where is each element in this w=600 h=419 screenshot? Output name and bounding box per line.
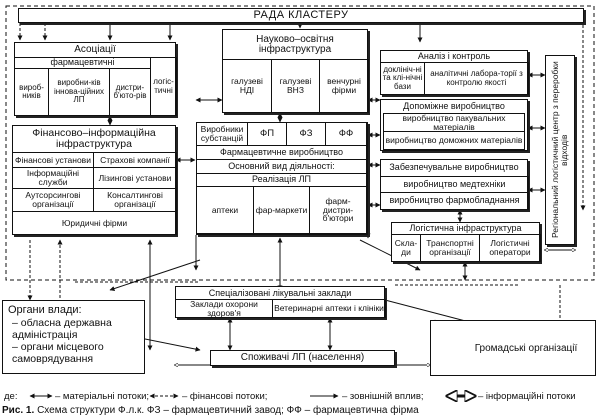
caption-text: Схема структури Ф.л.к. ФЗ – фармацевтичн… (37, 405, 419, 416)
assoc-distributors: дистри-б'юто-рів (109, 68, 151, 116)
information-flows (175, 250, 575, 365)
legend-external: – зовнішній вплив; (342, 391, 424, 402)
analysis-lab: аналітичні лабора-торії з контролю якост… (424, 62, 529, 95)
cluster-boundary (5, 5, 595, 281)
aux-production: Допоміжне виробництво виробництво пакува… (380, 99, 528, 151)
regional-logistic-center: Регіональний логістичний центр з перероб… (545, 55, 575, 245)
support-production: Забезпечувальне виробництво виробництво … (380, 159, 529, 210)
core-sales: Реалізація ЛП (196, 173, 367, 187)
core-ff: ФФ (325, 122, 367, 146)
medical-institutions: Спеціалізовані лікувальні заклади Заклад… (175, 286, 386, 318)
legend-material: – матеріальні потоки; (55, 391, 150, 402)
public-orgs-label: Громадські організації (474, 342, 578, 354)
assoc-innovative: виробни-ків іннова-ційних ЛП (48, 68, 110, 116)
finance-legal: Юридичні фірми (12, 211, 177, 235)
finance-outsourcing: Аутсорсингові організації (12, 188, 94, 212)
core-substances: Виробники субстанцій (196, 122, 248, 146)
analysis-clinic: доклініч-ні та клі-нічні бази (380, 62, 425, 95)
consumers-label: Споживачі ЛП (населення) (240, 351, 365, 363)
council-title: РАДА КЛАСТЕРУ (253, 9, 349, 21)
authorities-item-local: – органи місцевого самоврядування (12, 341, 104, 365)
science-vnz: галузеві ВНЗ (271, 59, 320, 113)
logistic-infra-title: Логістична інфраструктура (409, 223, 522, 234)
aux-packing: виробництво пакувальних матеріалів (383, 113, 525, 132)
authorities-item-oblast: – обласна державна адміністрація (12, 317, 112, 341)
core-pharma-production-label: Фармацевтичне виробництво (196, 145, 367, 160)
core-distributors: фарм-дистри-б'ютори (309, 186, 367, 234)
legend-info: – інформаційні потоки (478, 391, 576, 402)
cluster-council: РАДА КЛАСТЕРУ (18, 8, 584, 23)
support-title: Забезпечувальне виробництво (389, 162, 519, 173)
associations-box: Асоціації фармацевтичні логіс-тичні виро… (14, 42, 177, 116)
assoc-producers: вироб-ників (14, 68, 49, 116)
public-organizations: Громадські організації (430, 320, 596, 376)
regional-center-label: Регіональний логістичний центр з перероб… (550, 61, 569, 239)
caption-label: Рис. 1. (2, 405, 35, 416)
aux-title: Допоміжне виробництво (403, 100, 505, 111)
figure-caption: Рис. 1. Схема структури Ф.л.к. ФЗ – фарм… (2, 405, 419, 416)
medical-title: Спеціалізовані лікувальні заклади (208, 287, 352, 298)
aux-materials: виробництво доможних матеріалів (383, 131, 525, 150)
legend-financial: – фінансові потоки; (182, 391, 268, 402)
science-title: Науково–освітня інфраструктура (256, 33, 334, 55)
assoc-logistic: логіс-тичні (150, 57, 177, 116)
core-pharma-production: Виробники субстанцій ФП ФЗ ФФ Фармацевти… (196, 122, 368, 235)
science-infrastructure: Науково–освітня інфраструктура галузеві … (222, 29, 369, 113)
legend-where: де: (4, 391, 18, 402)
associations-title: Асоціації (74, 44, 116, 56)
finance-consulting: Консалтингові організації (93, 188, 177, 212)
finance-info-infrastructure: Фінансово–інформаційна інфраструктура Фі… (12, 125, 177, 235)
consumers-box: Споживачі ЛП (населення) (210, 350, 395, 366)
medical-vet: Ветеринарні аптеки і клініки (272, 299, 386, 318)
support-medtech: виробництво медтехніки (380, 176, 529, 193)
finance-institutions: Фінансові установи (12, 152, 94, 168)
core-pharmamarkets: фар-маркети (253, 186, 310, 234)
core-fz: ФЗ (286, 122, 326, 146)
material-flows (99, 23, 546, 352)
authorities-title: Органи влади: (8, 304, 82, 316)
science-nii: галузеві НДІ (222, 59, 272, 113)
core-pharmacies: аптеки (196, 186, 254, 234)
finance-title: Фінансово–інформаційна інфраструктура (32, 126, 156, 150)
analysis-title: Аналіз і контроль (417, 51, 491, 62)
finance-info-services: Інформаційні служби (12, 167, 94, 189)
support-equipment: виробництво фармобладнання (380, 192, 529, 210)
analysis-control: Аналіз і контроль доклініч-ні та клі-ніч… (380, 50, 529, 95)
logistic-transport: Транспортні організації (420, 234, 480, 262)
finance-leasing: Лізингові установи (93, 167, 177, 189)
logistic-operators: Логістичні оператори (479, 234, 541, 262)
authorities-box: Органи влади: – обласна державна адмініс… (2, 300, 145, 374)
logistic-warehouses: Скла-ди (391, 234, 421, 262)
core-main-activity: Основний вид діяльності: (196, 159, 367, 174)
finance-insurance: Страхові компанії (93, 152, 177, 168)
core-fp: ФП (247, 122, 287, 146)
science-venture: венчурні фірми (319, 59, 369, 113)
financial-flows (17, 23, 586, 326)
logistic-infrastructure: Логістична інфраструктура Скла-ди Трансп… (391, 222, 541, 262)
medical-health: Заклади охорони здоров'я (175, 299, 273, 318)
